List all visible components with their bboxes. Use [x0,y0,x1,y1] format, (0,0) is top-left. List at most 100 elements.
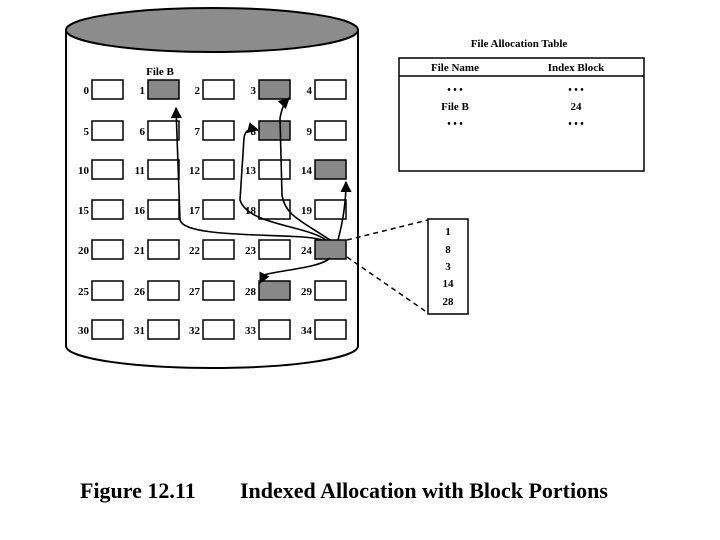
block-number: 2 [195,85,201,97]
block-number: 33 [245,325,257,337]
block-number: 25 [78,286,90,298]
index-entry: 14 [443,278,455,290]
block-number: 30 [78,325,90,337]
block-number: 4 [307,85,313,97]
block-number: 26 [134,286,146,298]
block-number: 28 [245,286,257,298]
figure-title: Indexed Allocation with Block Portions [240,478,608,503]
free-block [258,159,291,180]
free-block [314,120,347,141]
free-block [202,120,235,141]
index-entry: 8 [445,244,451,256]
fat-header-file-name: File Name [431,62,479,74]
free-block [147,239,180,260]
free-block [91,280,124,301]
free-block [202,199,235,220]
index-block-frame [427,218,469,315]
free-block [91,199,124,220]
file-allocation-table: File Allocation Table File Name Index Bl… [398,38,645,172]
free-block [147,319,180,340]
block-number: 16 [134,205,146,217]
block-pointer-arrows [170,97,352,285]
index-entry: 3 [445,261,451,273]
block-number: 23 [245,245,257,257]
free-block [202,159,235,180]
free-block [147,159,180,180]
fat-cell: • • • [447,85,463,96]
free-block [202,319,235,340]
pointer-arrow [277,97,331,241]
block-number: 1 [140,85,146,97]
free-block [91,79,124,100]
block-number: 14 [301,165,313,177]
free-block [202,79,235,100]
fat-header-index-block: Index Block [548,62,605,74]
free-block [91,120,124,141]
block-number: 0 [84,85,90,97]
block-number: 27 [189,286,201,298]
block-number: 22 [189,245,201,257]
block-number: 24 [301,245,313,257]
free-block [314,79,347,100]
block-number: 7 [195,126,201,138]
block-number: 12 [189,165,201,177]
block-number: 8 [251,126,257,138]
file-block [258,120,291,141]
free-block [91,239,124,260]
block-number: 15 [78,205,90,217]
block-number: 6 [140,126,146,138]
block-number: 11 [135,165,145,177]
fat-cell: • • • [568,85,584,96]
block-number: 20 [78,245,90,257]
file-block [147,79,180,100]
block-number: 13 [245,165,257,177]
disk-top [65,7,359,53]
free-block [147,199,180,220]
block-number: 3 [251,85,257,97]
index-zoom-line-bottom [346,256,429,314]
file-block [314,159,347,180]
block-number: 21 [134,245,145,257]
block-number: 17 [189,205,201,217]
free-block [147,280,180,301]
block-number: 34 [301,325,313,337]
block-number: 29 [301,286,313,298]
index-block-contents: 1 8 3 14 28 [427,218,469,315]
file-block [258,280,291,301]
figure-caption: Figure 12.11 Indexed Allocation with Blo… [80,478,608,503]
block-number: 18 [245,205,257,217]
index-zoom-line-top [346,219,429,241]
free-block [91,159,124,180]
disk-cylinder [65,7,359,369]
index-entry: 28 [443,296,455,308]
fat-frame [398,57,645,172]
block-number: 10 [78,165,90,177]
free-block [258,199,291,220]
free-block [314,319,347,340]
fat-cell: 24 [571,101,583,113]
block-number: 31 [134,325,145,337]
pointer-arrow [170,106,323,241]
index-block [314,239,347,260]
free-block [314,280,347,301]
pointer-arrow [337,180,352,241]
free-block [314,199,347,220]
free-block [202,239,235,260]
fat-cell: • • • [447,119,463,130]
figure-number: Figure 12.11 [80,478,196,503]
fat-title: File Allocation Table [471,38,568,50]
file-b-label: File B [146,66,174,78]
pointer-arrow [239,122,327,241]
pointer-arrow [259,257,331,285]
file-block [258,79,291,100]
block-number: 5 [84,126,90,138]
free-block [258,319,291,340]
block-number: 9 [307,126,313,138]
free-block [147,120,180,141]
free-block [202,280,235,301]
block-number: 19 [301,205,313,217]
free-block [91,319,124,340]
free-block [258,239,291,260]
